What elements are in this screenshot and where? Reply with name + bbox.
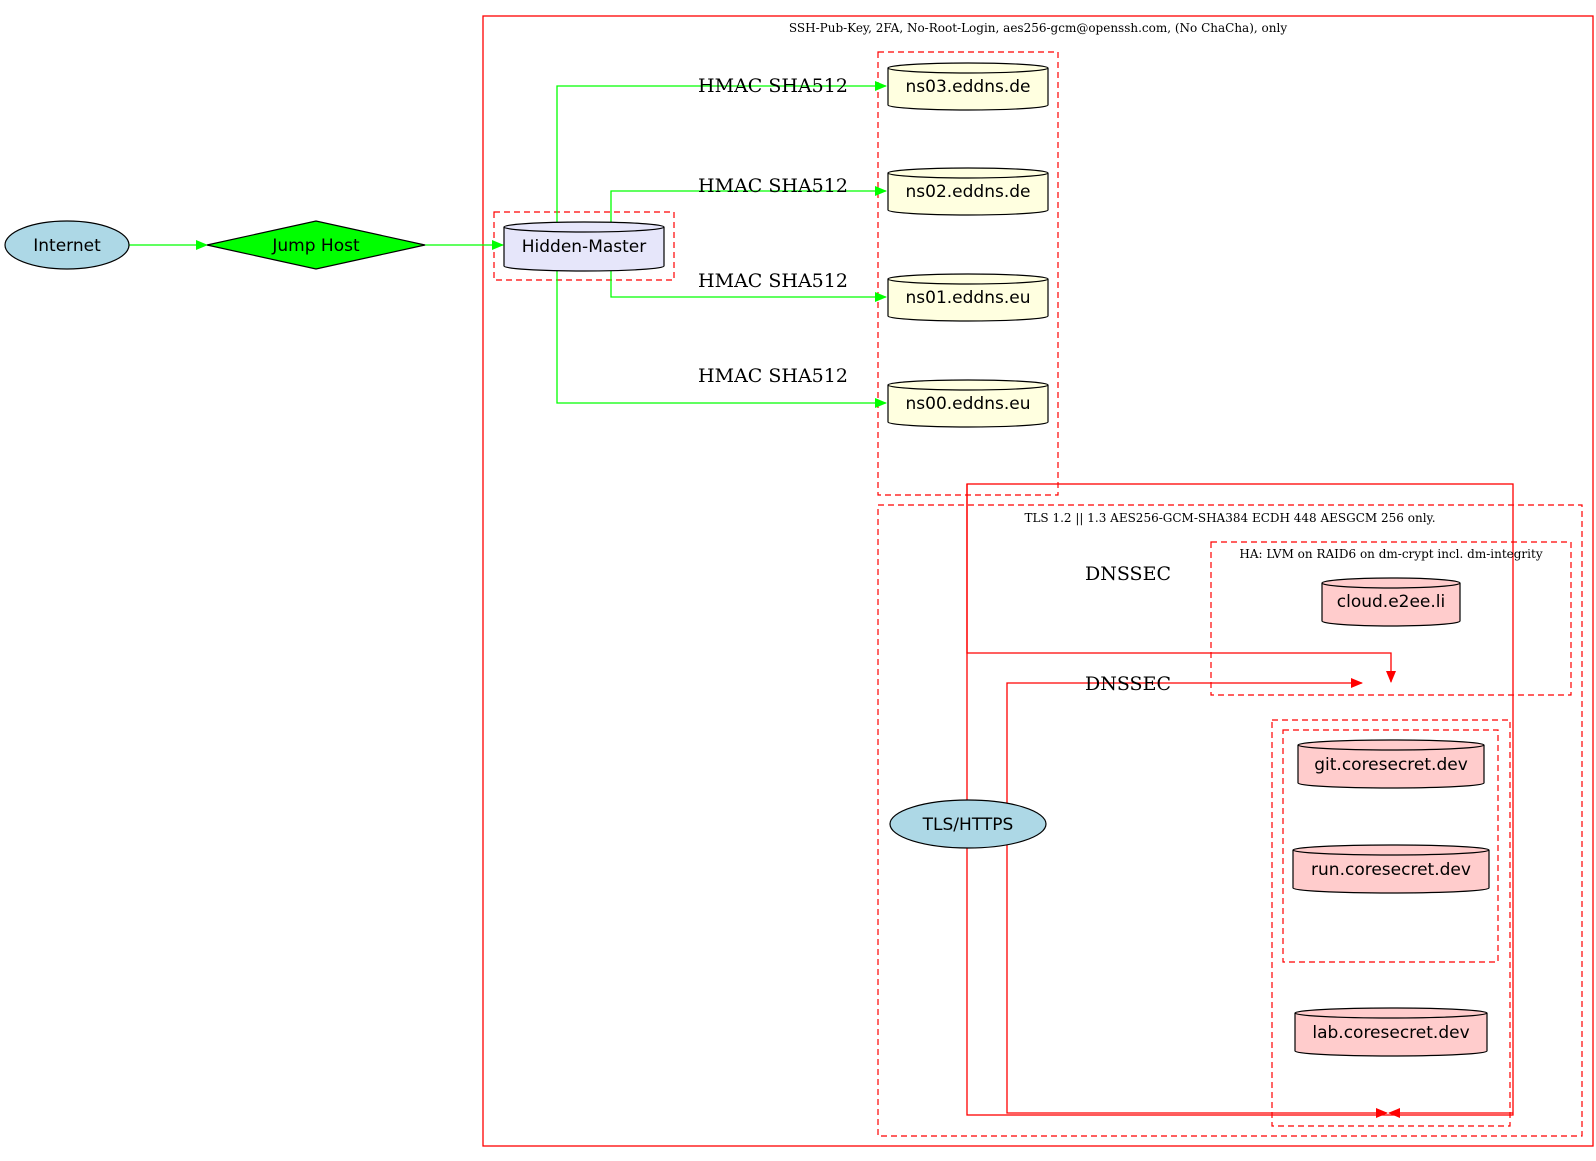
node-ns03[interactable]: ns03.eddns.de: [887, 62, 1049, 111]
node-ns01-label: ns01.eddns.eu: [906, 288, 1031, 308]
cluster-nameservers: [877, 51, 1059, 496]
cluster-coresecret: [1271, 719, 1511, 1127]
node-git-label: git.coresecret.dev: [1314, 755, 1468, 775]
node-ns02[interactable]: ns02.eddns.de: [887, 167, 1049, 216]
edge-dnssec-1: [966, 484, 1396, 683]
red-edges: [966, 484, 1513, 1118]
cluster-tls: TLS 1.2 || 1.3 AES256-GCM-SHA384 ECDH 44…: [877, 504, 1583, 1137]
green-edges: [128, 81, 887, 408]
edge-master-ns02: [610, 186, 887, 222]
cluster-ha: HA: LVM on RAID6 on dm-crypt incl. dm-in…: [1210, 541, 1572, 696]
node-lab-label: lab.coresecret.dev: [1312, 1023, 1469, 1043]
node-ns03-label: ns03.eddns.de: [906, 77, 1031, 97]
node-ns02-label: ns02.eddns.de: [906, 182, 1031, 202]
node-ns00[interactable]: ns00.eddns.eu: [887, 379, 1049, 428]
edge-label-dnssec: DNSSEC: [1085, 673, 1171, 695]
node-tls-https-label: TLS/HTTPS: [922, 815, 1014, 835]
node-lab[interactable]: lab.coresecret.dev: [1294, 1007, 1488, 1057]
edge-label-hmac: HMAC SHA512: [698, 270, 848, 292]
node-cloud[interactable]: cloud.e2ee.li: [1321, 577, 1461, 627]
node-run-label: run.coresecret.dev: [1311, 860, 1471, 880]
node-cloud-label: cloud.e2ee.li: [1337, 592, 1445, 612]
node-hidden-master[interactable]: Hidden-Master: [503, 221, 665, 272]
node-ns00-label: ns00.eddns.eu: [906, 394, 1031, 414]
node-tls-https[interactable]: TLS/HTTPS: [889, 799, 1047, 849]
node-internet-label: Internet: [33, 236, 101, 256]
node-run[interactable]: run.coresecret.dev: [1292, 844, 1490, 894]
cluster-ssh: SSH-Pub-Key, 2FA, No-Root-Login, aes256-…: [482, 15, 1594, 1147]
node-internet[interactable]: Internet: [4, 220, 130, 270]
cluster-tls-title: TLS 1.2 || 1.3 AES256-GCM-SHA384 ECDH 44…: [1024, 511, 1435, 525]
edge-label-hmac: HMAC SHA512: [698, 75, 848, 97]
node-git[interactable]: git.coresecret.dev: [1297, 739, 1485, 789]
cluster-ssh-title: SSH-Pub-Key, 2FA, No-Root-Login, aes256-…: [789, 21, 1287, 35]
edge-label-dnssec: DNSSEC: [1085, 563, 1171, 585]
node-ns01[interactable]: ns01.eddns.eu: [887, 273, 1049, 322]
edge-label-hmac: HMAC SHA512: [698, 175, 848, 197]
node-jump-host[interactable]: Jump Host: [206, 220, 426, 270]
cluster-coresecret-inner: [1282, 729, 1499, 963]
edge-dnssec-2: [1006, 678, 1363, 803]
edge-label-hmac: HMAC SHA512: [698, 365, 848, 387]
node-hidden-master-label: Hidden-Master: [522, 237, 647, 257]
node-jump-host-label: Jump Host: [271, 236, 360, 256]
edge-tls-lab: [1006, 845, 1388, 1118]
cluster-ha-title: HA: LVM on RAID6 on dm-crypt incl. dm-in…: [1239, 547, 1542, 561]
edge-master-ns01: [610, 270, 887, 302]
edge-master-ns00: [556, 270, 887, 408]
edge-master-ns03: [556, 81, 887, 222]
